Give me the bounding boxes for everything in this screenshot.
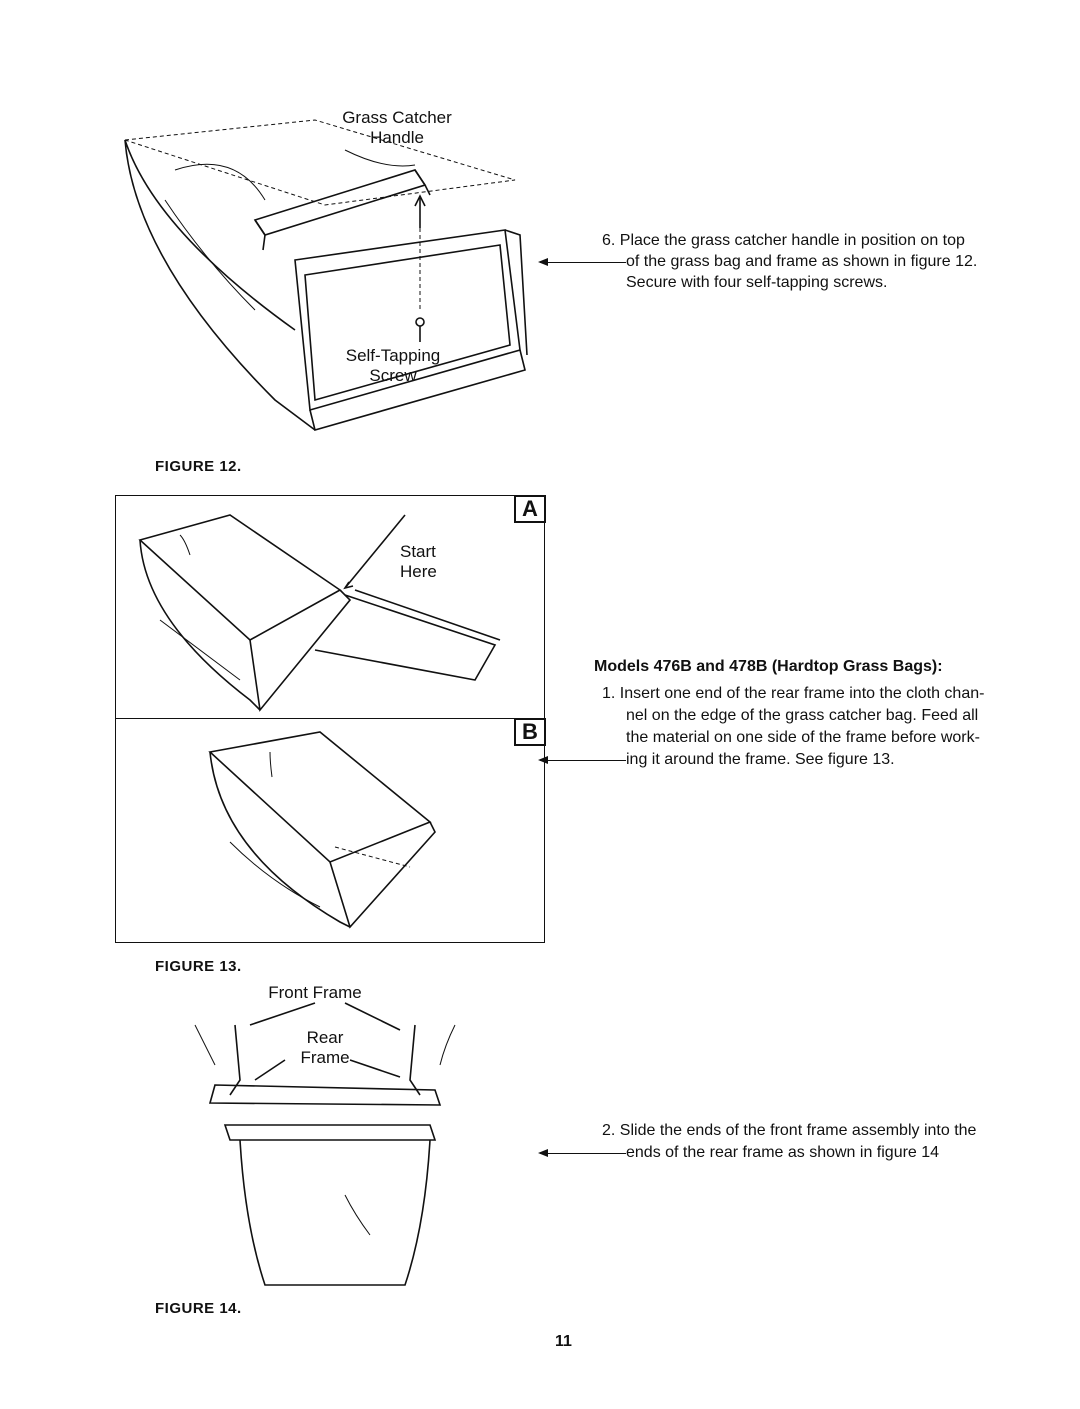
panel-a-label: A [514,495,546,523]
figure-12-caption: FIGURE 12. [155,458,242,475]
figure-14-illustration [194,1002,456,1286]
here-label: Here [400,562,437,581]
arrow-step-6 [538,258,626,266]
figure-13-caption: FIGURE 13. [155,958,242,975]
figure-14-caption: FIGURE 14. [155,1300,242,1317]
step-1-line-2: nel on the edge of the grass catcher bag… [626,707,979,724]
figure-13-panel-a-illustration [138,514,501,712]
frame-label: Frame [300,1048,350,1067]
start-label: Start [400,542,436,561]
figure-13-divider [115,718,545,719]
rear-label: Rear [306,1028,344,1047]
step-6-line-3: Secure with four self-tapping screws. [626,274,888,291]
step-1-line-3: the material on one side of the frame be… [626,729,980,746]
arrow-step-2 [538,1149,626,1157]
step-1-line-1: 1. Insert one end of the rear frame into… [602,685,985,702]
self-tapping-label: Self-Tapping [345,346,441,365]
figure-13-panel-b-illustration [208,731,436,929]
screw-label: Screw [369,366,417,385]
step-2-line-1: 2. Slide the ends of the front frame ass… [602,1122,977,1139]
handle-label: Handle [370,128,424,147]
figure-12-illustration [124,119,528,431]
step-6-line-2: of the grass bag and frame as shown in f… [626,253,978,270]
step-2-line-2: ends of the rear frame as shown in figur… [626,1144,940,1161]
models-heading: Models 476B and 478B (Hardtop Grass Bags… [594,658,943,675]
arrow-step-1 [538,756,626,764]
front-frame-label: Front Frame [268,983,362,1002]
page-number: 11 [555,1333,572,1350]
step-6-line-1: 6. Place the grass catcher handle in pos… [602,232,965,249]
panel-b-label: B [514,718,546,746]
grass-catcher-label: Grass Catcher [342,108,452,127]
step-1-line-4: ing it around the frame. See figure 13. [626,751,895,768]
